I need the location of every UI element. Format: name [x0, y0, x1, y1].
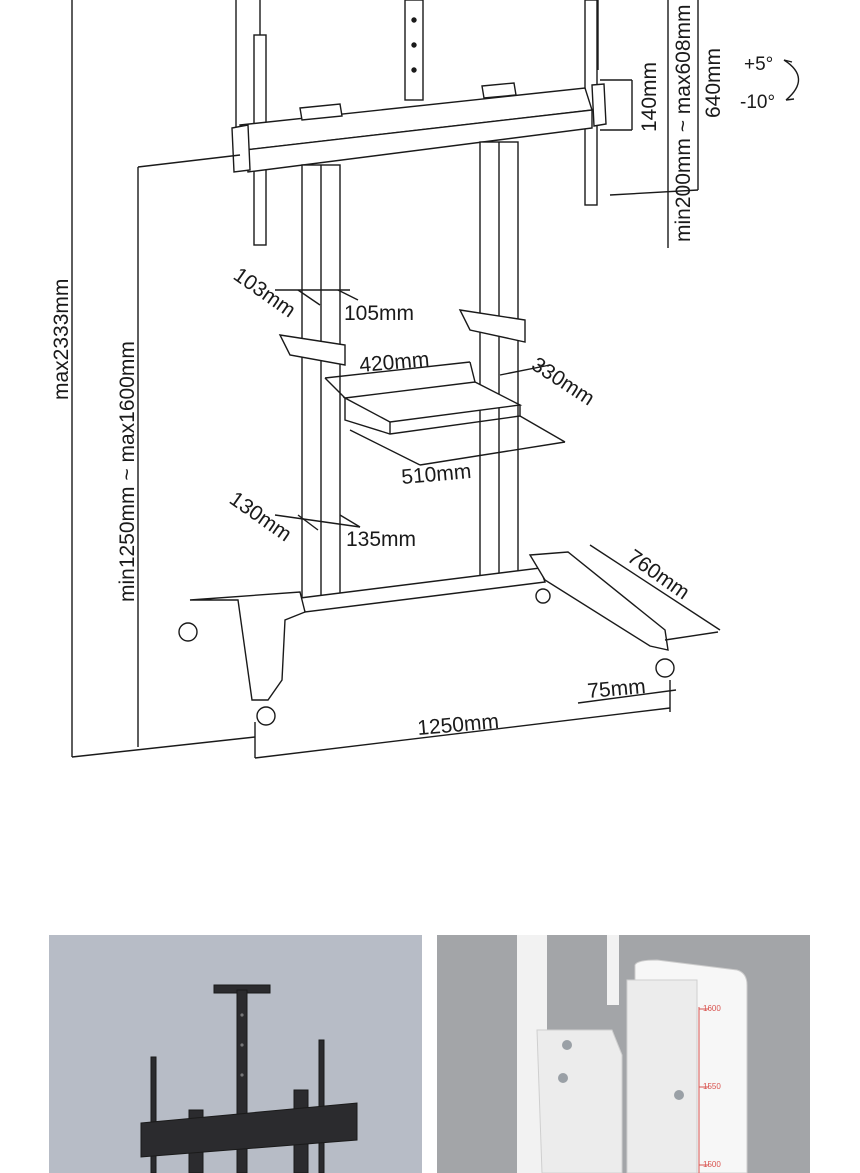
label-max-height: max2333mm — [50, 279, 73, 400]
label-pillar-105: 105mm — [344, 302, 414, 325]
scale-label-1500: 1500 — [703, 1160, 721, 1169]
height-scale-illustration: 1600 1550 1500 — [517, 935, 748, 1173]
label-tilt-up: +5° — [744, 54, 773, 75]
stand-top-illustration — [140, 984, 358, 1173]
label-shelf-depth: 330mm — [527, 353, 598, 410]
label-pillar-135: 135mm — [346, 528, 416, 551]
label-height-range: min1250mm ~ max1600mm — [116, 341, 139, 602]
label-pillar-103: 103mm — [229, 263, 300, 322]
scale-label-1600: 1600 — [703, 1004, 721, 1013]
scale-label-1550: 1550 — [703, 1082, 721, 1091]
label-base-width: 1250mm — [416, 710, 499, 740]
label-shelf-outer: 510mm — [400, 460, 472, 489]
label-bracket-140: 140mm — [638, 62, 661, 132]
dimension-diagram: max2333mm min1250mm ~ max1600mm 103mm 10… — [50, 0, 800, 759]
label-caster: 75mm — [586, 675, 646, 703]
label-base-depth: 760mm — [623, 545, 694, 604]
photo-height-scale: 1600 1550 1500 — [437, 935, 810, 1173]
label-bracket-640: 640mm — [702, 48, 725, 118]
label-shelf-width: 420mm — [358, 348, 430, 377]
label-tilt-down: -10° — [740, 92, 775, 113]
photo-stand-top — [49, 935, 422, 1173]
label-vesa-range: min200mm ~ max608mm — [672, 5, 695, 243]
